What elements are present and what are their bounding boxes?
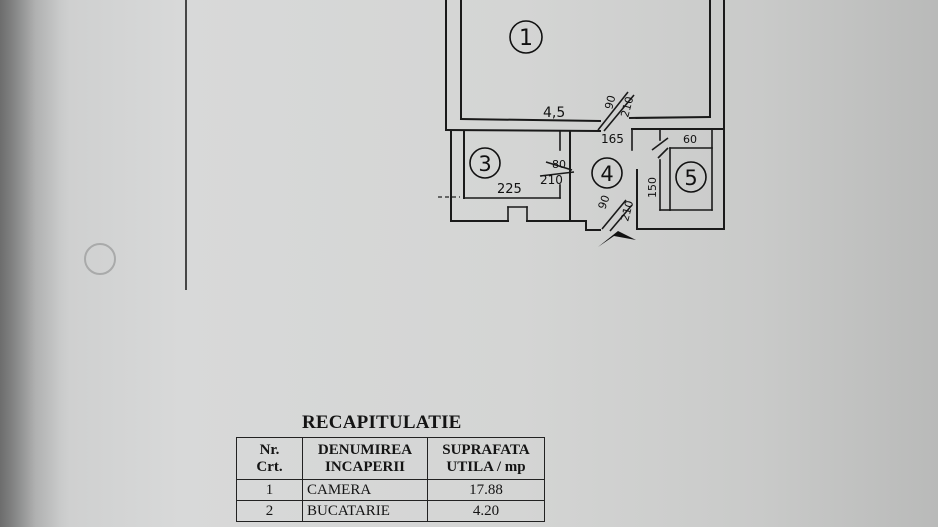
- binder-hole: [84, 243, 116, 275]
- header-name-line2: INCAPERII: [324, 458, 405, 475]
- header-name: DENUMIREA INCAPERII: [302, 437, 428, 480]
- header-area: SUPRAFATA UTILA / mp: [427, 437, 545, 480]
- row-area: 4.20: [427, 500, 545, 522]
- dim-90-bottom: 90: [596, 193, 613, 211]
- dim-210-top: 210: [618, 95, 636, 119]
- dim-90-top: 90: [602, 94, 618, 111]
- room-1-number: 1: [519, 26, 533, 51]
- room-3-circle: [469, 147, 501, 179]
- header-nr: Nr. Crt.: [236, 437, 303, 480]
- room-3-number: 3: [478, 152, 491, 176]
- header-nr-line1: Nr.: [259, 441, 280, 458]
- header-area-line2: UTILA / mp: [446, 458, 526, 475]
- entrance-arrow-icon: [598, 231, 636, 247]
- room-1-circle: [509, 20, 543, 54]
- recap-table: Nr. Crt. DENUMIREA INCAPERII SUPRAFATA U…: [236, 437, 545, 522]
- row-nr: 2: [236, 500, 303, 522]
- header-name-line1: DENUMIREA: [317, 441, 413, 458]
- row-nr: 1: [236, 479, 303, 501]
- room-5-circle: [675, 161, 707, 193]
- dim-4-5: 4,5: [543, 105, 565, 121]
- header-nr-line2: Crt.: [256, 458, 283, 475]
- dim-210-mid: 210: [540, 173, 563, 187]
- room-4-number: 4: [600, 162, 613, 186]
- page-edge-shadow: [0, 0, 60, 527]
- dim-225: 225: [497, 182, 522, 197]
- recap-title: RECAPITULATIE: [302, 412, 462, 433]
- door-symbols: [539, 91, 669, 232]
- table-row: 1 CAMERA 17.88: [236, 479, 545, 501]
- room-5-number: 5: [684, 166, 697, 190]
- table-row: 2 BUCATARIE 4.20: [236, 500, 545, 522]
- dim-150: 150: [646, 177, 659, 198]
- room-4-circle: [591, 157, 623, 189]
- row-name: CAMERA: [302, 479, 428, 501]
- dim-210-bottom: 210: [618, 199, 636, 223]
- row-area: 17.88: [427, 479, 545, 501]
- plan-walls: [444, 0, 725, 231]
- dim-80: 80: [552, 158, 566, 171]
- dim-165: 165: [601, 132, 624, 146]
- dim-60: 60: [683, 133, 697, 146]
- row-name: BUCATARIE: [302, 500, 428, 522]
- recap-header-row: Nr. Crt. DENUMIREA INCAPERII SUPRAFATA U…: [236, 437, 545, 480]
- header-area-line1: SUPRAFATA: [442, 441, 530, 458]
